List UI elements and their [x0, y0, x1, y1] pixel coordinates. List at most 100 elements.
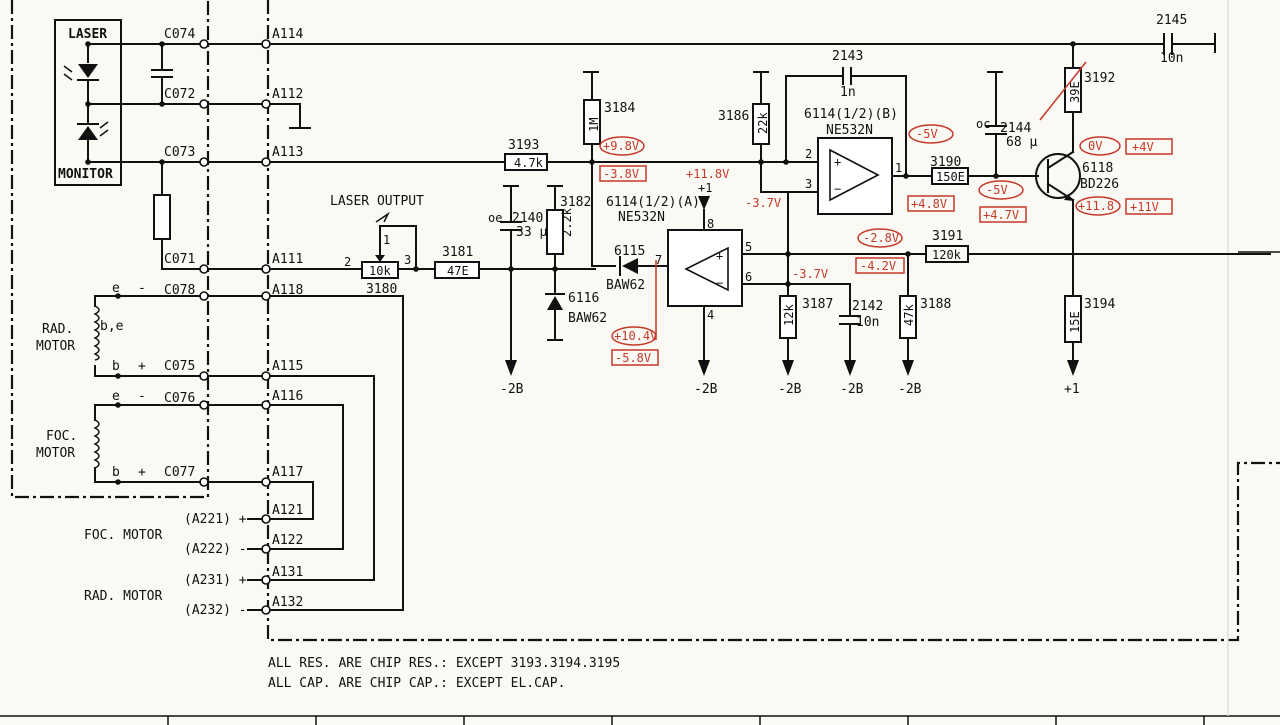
conn-c071: C071 — [164, 252, 195, 267]
pot-pin3: 3 — [404, 253, 411, 267]
conn-c077: C077 — [164, 465, 195, 480]
external-motor-labels: FOC. MOTOR RAD. MOTOR (A221) + (A222) - … — [84, 512, 263, 618]
rad-plus-label: + — [138, 359, 146, 374]
laser-output-pot: LASER OUTPUT 10k 3180 2 1 3 — [330, 194, 436, 297]
r3186-value: 22k — [756, 112, 770, 134]
d6115-ref: 6115 — [614, 244, 645, 259]
u6114a-pin4: 4 — [707, 308, 714, 322]
conn-c074: C074 — [164, 27, 195, 42]
r3188: 47k 3188 -2B — [898, 253, 951, 397]
foc-label-2: MOTOR — [36, 446, 75, 461]
r3187-ref: 3187 — [802, 297, 833, 312]
foc-plus-label: + — [138, 465, 146, 480]
rail-m2b-5: -2B — [898, 382, 922, 397]
c2144-pol: oc — [976, 117, 990, 131]
r3194: 15E 3194 +1 — [1064, 295, 1115, 397]
pot-pin1: 1 — [383, 233, 390, 247]
c2142-value: 10n — [856, 315, 879, 330]
volt-m5a: -5V — [916, 127, 938, 141]
volt-4-7: +4.7V — [983, 208, 1019, 222]
r3182-ref: 3182 — [560, 195, 591, 210]
r3186: 22k 3186 — [718, 71, 789, 193]
u6114a-type: NE532N — [618, 210, 665, 225]
u6114a-supply: +11.8V — [686, 167, 729, 181]
c2144-ref: 2144 — [1000, 121, 1031, 136]
rail-m2b-3: -2B — [778, 382, 802, 397]
r3184-value: 1M — [587, 118, 601, 132]
note-res: ALL RES. ARE CHIP RES.: EXCEPT 3193.3194… — [268, 656, 620, 671]
pot-value: 10k — [369, 264, 391, 278]
r3188-value: 47k — [902, 304, 916, 326]
volt-m4-2: -4.2V — [860, 259, 896, 273]
svg-text:−: − — [834, 182, 841, 196]
connector-labels: C074 C072 C073 C071 C078 C075 C076 C077 — [164, 27, 195, 480]
volt-11-8: +11.8 — [1078, 199, 1114, 213]
r3182-value: 2.2k — [560, 207, 574, 237]
c2143-value: 1n — [840, 85, 856, 100]
u6114b-ref: 6114(1/2)(B) — [804, 107, 898, 122]
pin-a114: A114 — [272, 27, 303, 42]
pin-a112: A112 — [272, 87, 303, 102]
c2143: 2143 1n — [783, 49, 907, 177]
conn-c072: C072 — [164, 87, 195, 102]
r3187: 12k 3187 -2B — [778, 283, 833, 397]
r3192-ref: 3192 — [1084, 71, 1115, 86]
c2142: 2142 10n -2B — [787, 283, 883, 397]
rad-e-label: e — [112, 281, 120, 296]
foc-b-label: b — [112, 465, 120, 480]
rad-label-1: RAD. — [42, 322, 73, 337]
pot-ref: 3180 — [366, 282, 397, 297]
r3182: 2.2k 3182 — [546, 185, 591, 295]
u6114b-pin1: 1 — [895, 161, 902, 175]
c2143-ref: 2143 — [832, 49, 863, 64]
pin-a121: A121 — [272, 503, 303, 518]
r3193: 3193 4.7k — [504, 138, 811, 171]
foc-label-1: FOC. — [46, 429, 77, 444]
d6116-ref: 6116 — [568, 291, 599, 306]
foc-minus-label: - — [138, 389, 146, 404]
volt-4-8: +4.8V — [911, 197, 947, 211]
rad-label-2: MOTOR — [36, 339, 75, 354]
ext-a221: (A221) + — [184, 512, 247, 527]
r3194-ref: 3194 — [1084, 297, 1115, 312]
c2144-value: 68 μ — [1006, 135, 1037, 150]
pin-labels: A114 A112 A113 A111 A118 A115 A116 A117 … — [272, 27, 303, 610]
r3187-value: 12k — [782, 304, 796, 326]
pin-a132: A132 — [272, 595, 303, 610]
c2145: 2145 10n — [1156, 13, 1187, 66]
c2145-ref: 2145 — [1156, 13, 1187, 28]
svg-text:+: + — [834, 155, 841, 169]
u6114a-pin5: 5 — [745, 240, 752, 254]
c2142-ref: 2142 — [852, 299, 883, 314]
volt-10-4: +10.4V — [614, 329, 657, 343]
svg-text:−: − — [716, 276, 723, 290]
pin-a116: A116 — [272, 389, 303, 404]
r3184: 1M 3184 — [583, 71, 635, 267]
laser-module: LASER MONITOR — [54, 19, 201, 270]
r3191-value: 120k — [932, 248, 962, 262]
u6114a-pin8: 8 — [707, 217, 714, 231]
volt-p4: +4V — [1132, 140, 1154, 154]
ext-a231: (A231) + — [184, 573, 247, 588]
notes: ALL RES. ARE CHIP RES.: EXCEPT 3193.3194… — [268, 656, 620, 691]
r3190-ref: 3190 — [930, 155, 961, 170]
pin-a113: A113 — [272, 145, 303, 160]
monitor-label: MONITOR — [58, 167, 113, 182]
r3186-ref: 3186 — [718, 109, 749, 124]
volt-m5-8: -5.8V — [615, 351, 651, 365]
r3191-ref: 3191 — [932, 229, 963, 244]
conn-c076: C076 — [164, 391, 195, 406]
rail-m2b-4: -2B — [840, 382, 864, 397]
svg-text:+: + — [716, 249, 723, 263]
r3181-ref: 3181 — [442, 245, 473, 260]
d6116-type: BAW62 — [568, 311, 607, 326]
d6116: 6116 BAW62 — [545, 291, 607, 341]
volt-m3-8: -3.8V — [603, 167, 639, 181]
foc-motor: e - b + FOC. MOTOR — [36, 389, 201, 485]
ext-a222: (A222) - — [184, 542, 247, 557]
volt-m2-8: -2.8V — [863, 231, 899, 245]
volt-m3-7a: -3.7V — [745, 196, 781, 210]
ext-a232: (A232) - — [184, 603, 247, 618]
pin-a118: A118 — [272, 283, 303, 298]
pin-a115: A115 — [272, 359, 303, 374]
